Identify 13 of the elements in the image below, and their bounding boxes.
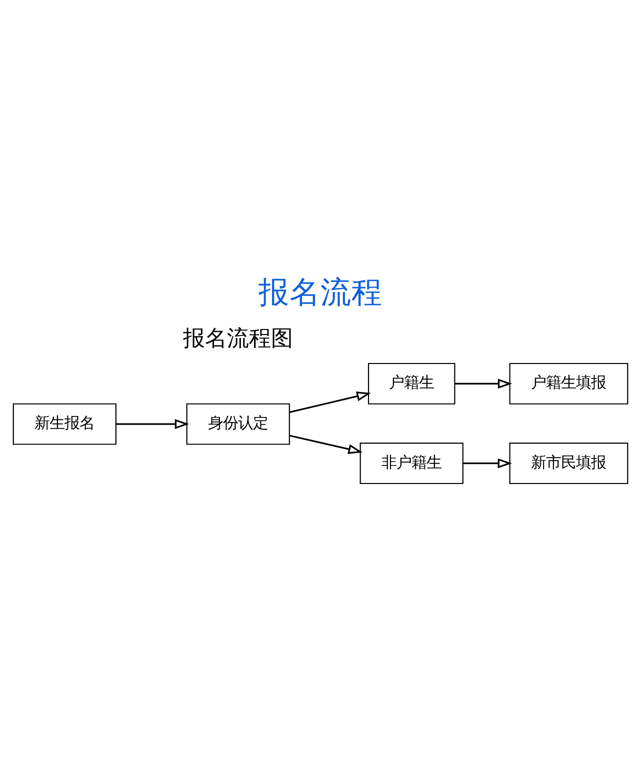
node-box: 新生报名: [12, 403, 116, 445]
arrow: [454, 378, 512, 389]
node-box: 非户籍生: [359, 442, 463, 484]
arrow: [116, 419, 189, 430]
arrow: [289, 391, 370, 413]
node-box: 身份认定: [186, 403, 290, 445]
node-box: 户籍生填报: [508, 362, 628, 404]
diagram-title: 报名流程: [258, 275, 382, 310]
node-box: 户籍生: [367, 362, 455, 404]
arrow: [462, 458, 512, 468]
arrow: [289, 434, 362, 454]
label: 报名流程图: [182, 326, 293, 352]
node-box: 新市民填报: [508, 442, 628, 484]
